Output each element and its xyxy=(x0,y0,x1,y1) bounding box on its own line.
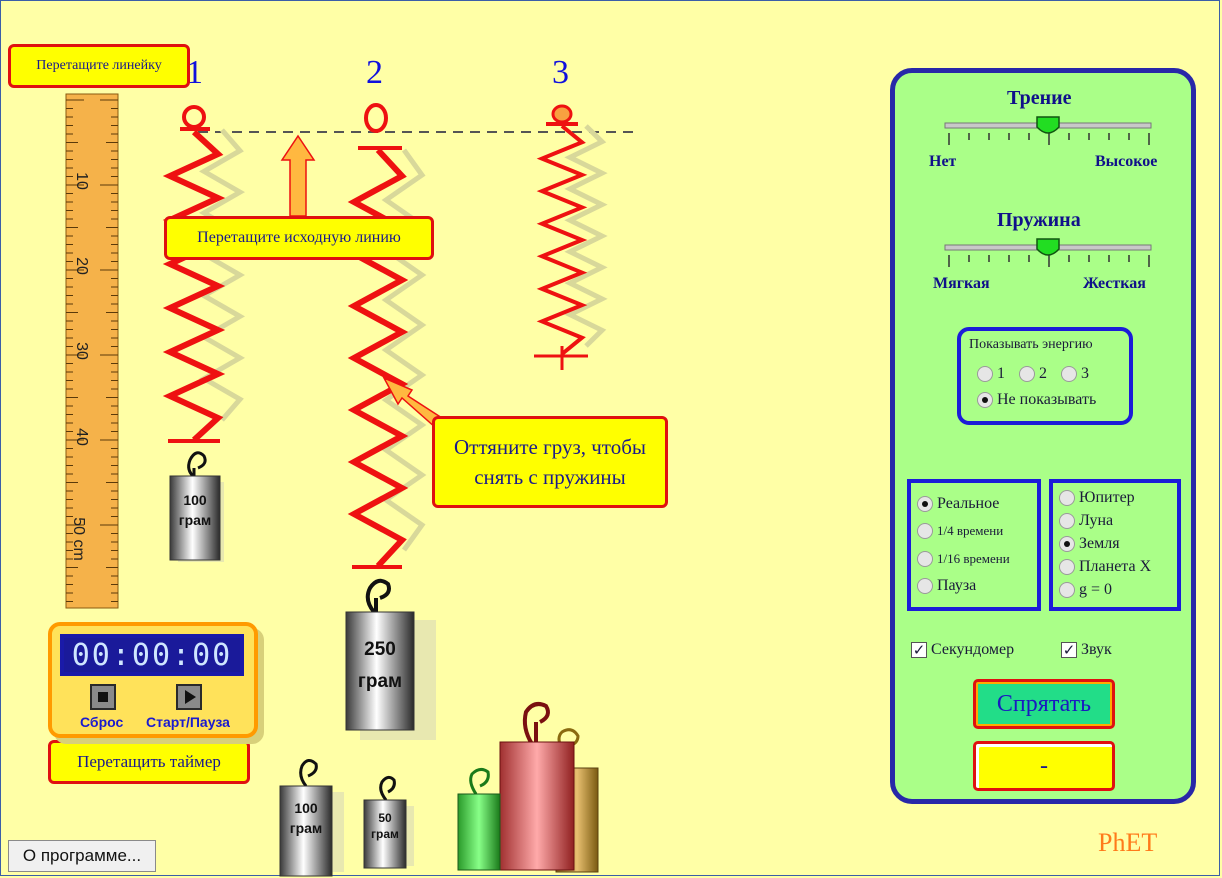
mass-red[interactable] xyxy=(499,702,575,871)
radio-selected-icon xyxy=(977,392,993,408)
energy-option-1[interactable]: 1 xyxy=(977,365,1005,383)
planet-option-jupiter[interactable]: Юпитер xyxy=(1059,489,1135,507)
planet-option-moon[interactable]: Луна xyxy=(1059,512,1113,530)
spring-number-1: 1 xyxy=(186,54,203,91)
radio-selected-icon xyxy=(917,496,933,512)
planet-option-zero-g[interactable]: g = 0 xyxy=(1059,581,1112,599)
spring-number-3: 3 xyxy=(552,54,569,91)
spring-title: Пружина xyxy=(997,209,1081,231)
radio-icon xyxy=(917,523,933,539)
radio-icon xyxy=(1061,366,1077,382)
radio-icon xyxy=(1059,559,1075,575)
stopwatch-display: 00:00:00 xyxy=(60,634,244,676)
stopwatch[interactable]: 00:00:00 Сброс Старт/Пауза xyxy=(48,622,258,738)
spring-1[interactable] xyxy=(162,105,226,443)
energy-option-3[interactable]: 3 xyxy=(1061,365,1089,383)
phet-logo: PhET xyxy=(1098,828,1158,857)
radio-icon xyxy=(1059,513,1075,529)
radio-icon xyxy=(1059,490,1075,506)
about-button[interactable]: О программе... xyxy=(8,840,156,872)
spring-number-2: 2 xyxy=(366,54,383,91)
time-option-real[interactable]: Реальное xyxy=(917,495,999,513)
planet-box: Юпитер Луна Земля Планета X g = 0 xyxy=(1049,479,1181,611)
radio-icon xyxy=(917,551,933,567)
radio-icon xyxy=(917,578,933,594)
ruler-label-40: 40 xyxy=(72,428,90,446)
spring-max-label: Жесткая xyxy=(1083,275,1146,292)
ruler-label-10: 10 xyxy=(72,172,90,190)
mass-green[interactable] xyxy=(457,767,501,871)
mass-50-free[interactable] xyxy=(363,775,414,869)
planet-option-x[interactable]: Планета X xyxy=(1059,558,1151,576)
stopwatch-reset-button[interactable] xyxy=(90,684,116,710)
spring-3-shadow xyxy=(564,124,608,348)
mass-250-hanging[interactable] xyxy=(345,578,436,740)
radio-selected-icon xyxy=(1059,536,1075,552)
pull-mass-hint: Оттяните груз, чтобы снять с пружины xyxy=(432,416,668,508)
energy-option-none[interactable]: Не показывать xyxy=(977,391,1096,409)
friction-max-label: Высокое xyxy=(1095,153,1158,170)
hide-button[interactable]: Спрятать xyxy=(973,679,1115,729)
radio-icon xyxy=(1019,366,1035,382)
ruler-label-20: 20 xyxy=(72,257,90,275)
mass-100-hanging[interactable] xyxy=(169,451,224,562)
stopwatch-start-label: Старт/Пауза xyxy=(146,714,230,730)
planet-option-earth[interactable]: Земля xyxy=(1059,535,1120,553)
minus-button[interactable]: - xyxy=(973,741,1115,791)
mass-100-free[interactable] xyxy=(279,759,344,877)
mass-arrow xyxy=(382,376,444,430)
spring-slider-thumb xyxy=(1036,238,1060,256)
ruler[interactable] xyxy=(65,93,119,609)
friction-min-label: Нет xyxy=(929,153,957,170)
timer-hint: Перетащить таймер xyxy=(48,740,250,784)
play-icon xyxy=(185,690,196,704)
checkmark-icon: ✓ xyxy=(911,641,927,659)
stop-icon xyxy=(98,692,108,702)
friction-slider-thumb xyxy=(1036,116,1060,134)
radio-icon xyxy=(977,366,993,382)
energy-option-2[interactable]: 2 xyxy=(1019,365,1047,383)
spring-stiffness-slider[interactable] xyxy=(895,235,1191,275)
time-option-quarter[interactable]: 1/4 времени xyxy=(917,523,1003,539)
ruler-label-50: 50 cm xyxy=(69,517,87,561)
baseline-hint: Перетащите исходную линию xyxy=(164,216,434,260)
ruler-hint: Перетащите линейку xyxy=(8,44,190,88)
sound-checkbox[interactable]: ✓Звук xyxy=(1061,641,1112,659)
spring-min-label: Мягкая xyxy=(933,275,990,292)
radio-icon xyxy=(1059,582,1075,598)
stopwatch-start-button[interactable] xyxy=(176,684,202,710)
ruler-label-30: 30 xyxy=(72,342,90,360)
baseline-arrow xyxy=(280,134,316,217)
energy-box: Показывать энергию 1 2 3 Не показывать xyxy=(957,327,1133,425)
energy-title: Показывать энергию xyxy=(969,337,1093,352)
stopwatch-reset-label: Сброс xyxy=(80,714,124,730)
time-option-pause[interactable]: Пауза xyxy=(917,577,976,595)
control-panel: Трение Нет Высокое Пружина Мягкая Жестка… xyxy=(890,68,1196,804)
spring-2[interactable] xyxy=(347,103,409,569)
friction-title: Трение xyxy=(1007,87,1072,109)
time-option-sixteenth[interactable]: 1/16 времени xyxy=(917,551,1035,567)
friction-slider[interactable] xyxy=(895,113,1191,153)
stopwatch-checkbox[interactable]: ✓Секундомер xyxy=(911,641,1015,659)
checkmark-icon: ✓ xyxy=(1061,641,1077,659)
time-speed-box: Реальное 1/4 времени 1/16 времени Пауза xyxy=(907,479,1041,611)
spring-3[interactable] xyxy=(534,104,588,370)
